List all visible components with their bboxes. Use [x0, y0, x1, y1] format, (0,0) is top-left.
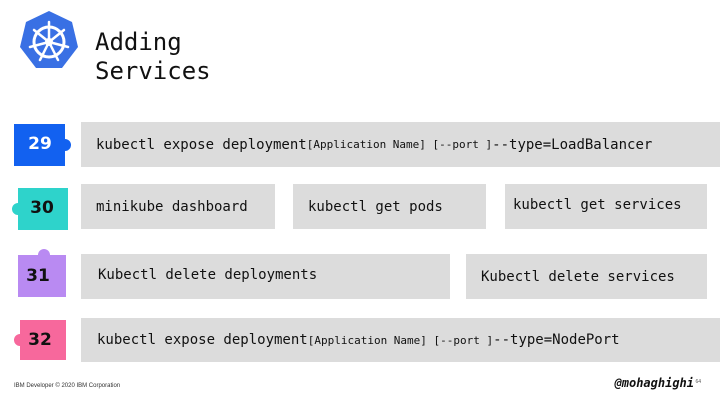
puzzle-piece-icon	[14, 320, 66, 360]
footer-copyright: IBM Developer © 2020 IBM Corporation	[14, 383, 121, 389]
step-number: 32	[28, 330, 52, 350]
command-box: kubectl expose deployment [Application N…	[81, 318, 720, 362]
page-number: 64	[695, 379, 701, 385]
command-flag: --type=NodePort	[493, 332, 620, 348]
command-text: kubectl get services	[513, 196, 682, 213]
command-box: kubectl expose deployment [Application N…	[81, 122, 720, 167]
command-text: Kubectl delete services	[481, 268, 675, 285]
command-args: [Application Name] [--port ]	[306, 138, 493, 151]
author-handle: @mohaghighi	[614, 376, 694, 390]
kubernetes-logo-icon	[20, 11, 78, 68]
step-number: 29	[28, 134, 52, 154]
command-text: kubectl expose deployment	[97, 332, 308, 348]
puzzle-piece-icon	[12, 188, 68, 230]
command-text: minikube dashboard	[96, 198, 248, 215]
command-text: kubectl get pods	[308, 198, 443, 215]
command-box: kubectl get services	[505, 184, 707, 229]
puzzle-piece-icon	[18, 249, 66, 297]
command-text: Kubectl delete deployments	[98, 266, 318, 283]
command-args: [Application Name] [--port ]	[307, 333, 494, 347]
step-number: 31	[26, 266, 50, 286]
command-flag: --type=LoadBalancer	[492, 136, 653, 153]
command-box: kubectl get pods	[293, 184, 486, 229]
command-box: Kubectl delete services	[466, 254, 707, 299]
command-text: kubectl expose deployment	[96, 136, 307, 153]
page-title: Adding Services	[95, 28, 211, 85]
command-box: minikube dashboard	[81, 184, 275, 229]
puzzle-piece-icon	[14, 124, 71, 166]
command-box: Kubectl delete deployments	[81, 254, 450, 299]
step-number: 30	[30, 198, 54, 218]
